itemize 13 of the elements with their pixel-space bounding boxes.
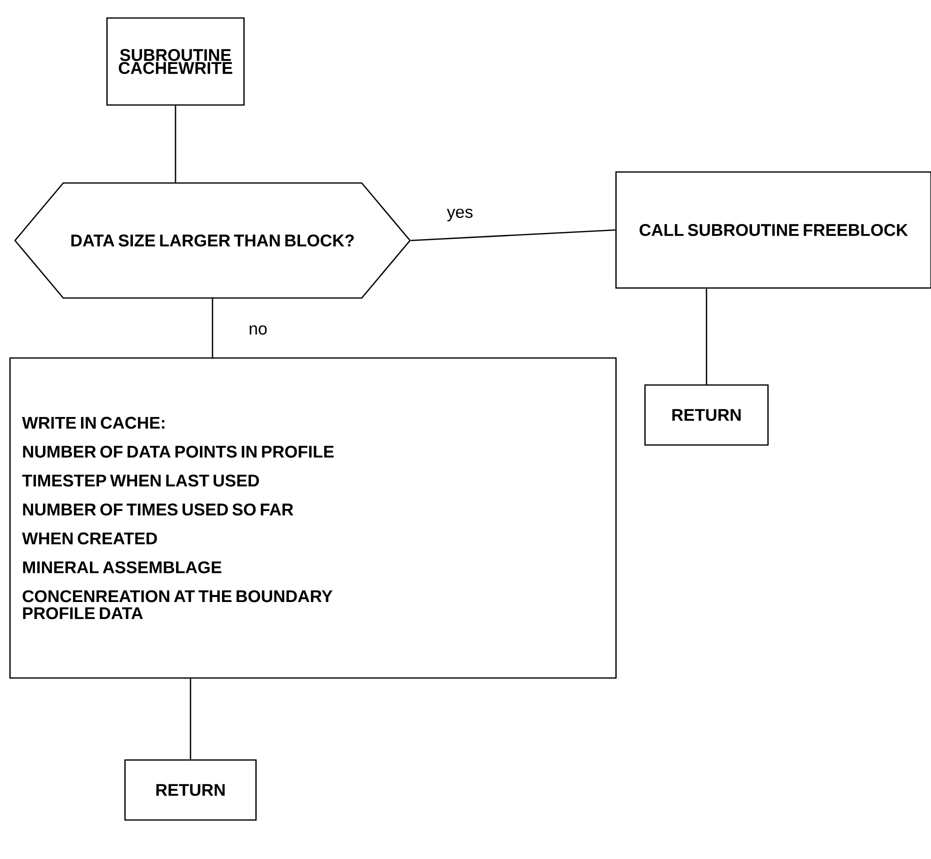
process-box: CALL SUBROUTINE FREEBLOCK bbox=[615, 171, 931, 289]
terminal-box: RETURN bbox=[644, 384, 769, 446]
edge-label: no bbox=[246, 323, 270, 337]
connector-line bbox=[706, 288, 708, 384]
decision-hexagon: DATA SIZE LARGER THAN BLOCK? bbox=[14, 182, 411, 299]
process-box: SUBROUTINE CACHEWRITE bbox=[106, 17, 245, 106]
connector-line bbox=[212, 298, 214, 358]
process-box: WRITE IN CACHE: NUMBER OF DATA POINTS IN PROFILE TIMESTEP WHEN LAST USED NUMBER OF TIMES USED SO FAR WHEN CREATED MINERAL ASSEMBLAGE CONCENREATION AT THE BOUNDARY PROFILE DATA bbox=[9, 357, 617, 679]
connector-line bbox=[174, 106, 176, 182]
connector-line bbox=[410, 229, 616, 242]
connector-line bbox=[190, 678, 192, 760]
terminal-box: RETURN bbox=[124, 759, 257, 821]
edge-label: yes bbox=[444, 206, 476, 224]
